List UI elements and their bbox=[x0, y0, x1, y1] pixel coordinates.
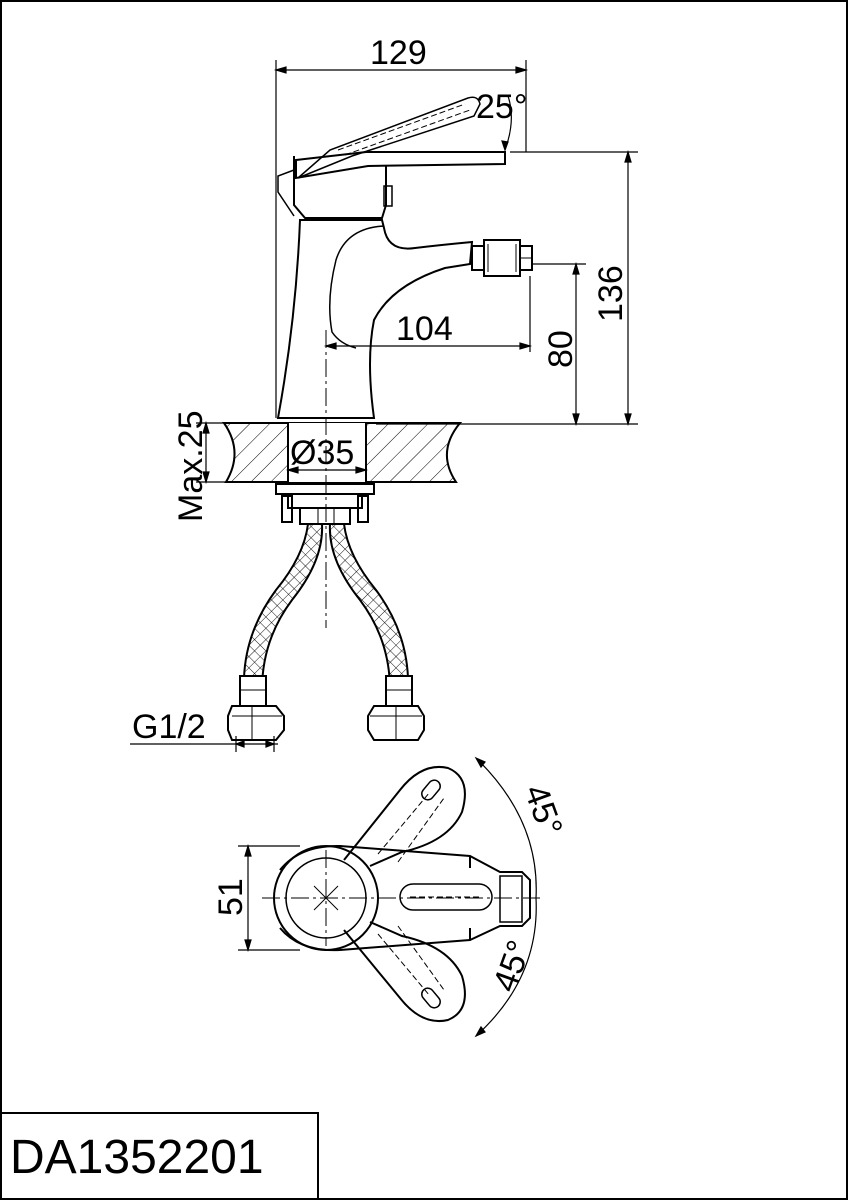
flexible-hoses bbox=[227, 523, 425, 741]
body-casing bbox=[279, 844, 531, 952]
front-cap bbox=[277, 169, 295, 217]
lever-lower bbox=[343, 921, 466, 1022]
top-dimensions bbox=[238, 756, 537, 1038]
side-button bbox=[383, 185, 393, 207]
side-view bbox=[276, 96, 533, 419]
drawing-code: DA1352201 bbox=[10, 1130, 264, 1184]
nozzle-ring2 bbox=[483, 239, 521, 277]
lever-raised bbox=[297, 96, 481, 179]
dim-max-thickness: Max.25 bbox=[172, 411, 210, 523]
dim-angle-up: 45° bbox=[516, 780, 569, 841]
hose-right bbox=[328, 523, 410, 691]
countertop-section bbox=[222, 422, 463, 483]
dim-overall-width: 129 bbox=[370, 34, 427, 72]
hose-left bbox=[242, 523, 324, 691]
mounting-hardware bbox=[275, 483, 375, 525]
dim-lever-angle: 25° bbox=[476, 88, 527, 126]
nut-left bbox=[227, 705, 285, 741]
dim-total-height: 136 bbox=[592, 265, 630, 322]
side-dimensions bbox=[130, 60, 638, 752]
dim-connection: G1/2 bbox=[132, 708, 206, 746]
dim-angle-down: 45° bbox=[486, 935, 539, 996]
lever-upper bbox=[343, 766, 466, 867]
dim-spout-reach: 104 bbox=[396, 310, 453, 348]
faucet-body bbox=[276, 219, 474, 419]
body-inner-curve bbox=[329, 225, 385, 349]
cartridge-head bbox=[293, 156, 387, 219]
nozzle-ring1 bbox=[471, 245, 485, 271]
nozzle-slot bbox=[399, 883, 493, 911]
top-view bbox=[262, 766, 540, 1022]
dim-hole-diameter: Ø35 bbox=[290, 434, 354, 472]
lever-raised-inner bbox=[337, 103, 471, 156]
dim-spout-height: 80 bbox=[542, 330, 580, 368]
dim-body-width: 51 bbox=[212, 878, 250, 916]
title-block: DA1352201 bbox=[0, 1112, 319, 1200]
lever-closed bbox=[295, 151, 506, 180]
